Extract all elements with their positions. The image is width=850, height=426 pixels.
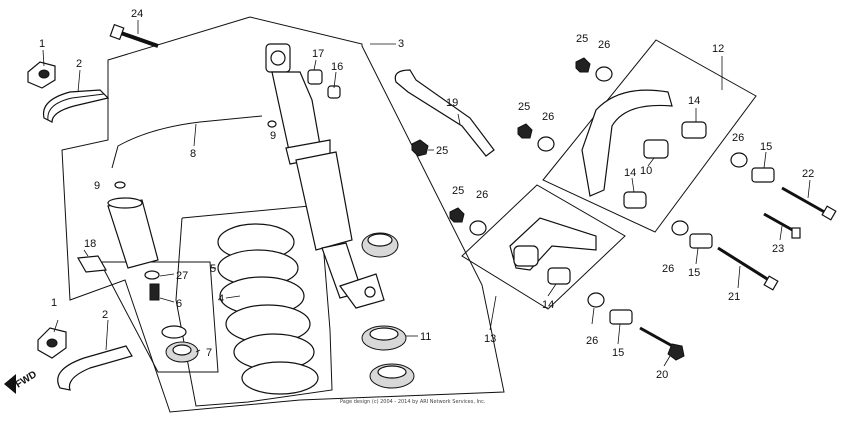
clamp-part-1-top xyxy=(27,61,56,89)
callout-21: 21 xyxy=(728,291,740,303)
leader-lines xyxy=(42,20,811,367)
assembly-outline-3 xyxy=(61,16,505,413)
callout-25-top: 25 xyxy=(576,33,588,45)
callout-9-upper: 9 xyxy=(270,130,276,142)
callout-2-bottom: 2 xyxy=(102,309,108,321)
nut-part-25-center xyxy=(411,139,429,157)
bolt-part-21 xyxy=(717,246,779,291)
callout-18: 18 xyxy=(84,238,96,250)
callout-1-bottom: 1 xyxy=(51,297,57,309)
callout-24: 24 xyxy=(131,8,143,20)
callout-8: 8 xyxy=(190,148,196,160)
callout-13: 13 xyxy=(484,333,496,345)
washer-part-26-top xyxy=(595,66,613,82)
callout-15-r1: 15 xyxy=(760,141,772,153)
callout-26-mid: 26 xyxy=(542,111,554,123)
callout-14-upper: 14 xyxy=(688,95,700,107)
washer-part-26-r2 xyxy=(671,220,689,236)
callout-10: 10 xyxy=(640,165,652,177)
seat-part-11 xyxy=(361,325,415,389)
callout-23: 23 xyxy=(772,243,784,255)
bolt-part-20 xyxy=(639,326,685,361)
oring-part-9-upper xyxy=(267,120,277,128)
fwd-label: FWD xyxy=(14,369,39,390)
callout-6: 6 xyxy=(176,298,182,310)
bolt-part-23 xyxy=(763,212,801,239)
callout-16: 16 xyxy=(331,61,343,73)
spanner-part-19 xyxy=(394,69,495,157)
bolt-part-24 xyxy=(109,23,159,48)
copyright-text: Page design (c) 2004 - 2014 by ARI Netwo… xyxy=(340,399,486,405)
callout-5: 5 xyxy=(210,263,216,275)
cartridge-group-outline-5 xyxy=(99,261,219,373)
nut-part-25-top xyxy=(575,57,591,73)
link-group-outline-13 xyxy=(461,184,626,310)
nut-part-25-mid xyxy=(517,123,533,139)
callout-12: 12 xyxy=(712,43,724,55)
washer-part-26-low xyxy=(469,220,487,236)
washer-part-26-mid xyxy=(537,136,555,152)
callout-26-r1: 26 xyxy=(732,132,744,144)
callout-2-top: 2 xyxy=(76,58,82,70)
callout-25-low: 25 xyxy=(452,185,464,197)
bump-stop-part xyxy=(361,232,399,258)
callout-26-r3: 26 xyxy=(586,335,598,347)
bushing-part-17 xyxy=(307,69,323,85)
collar-part-15-r1 xyxy=(751,167,775,183)
callout-3: 3 xyxy=(398,38,404,50)
oring-part-9-lower xyxy=(114,181,126,189)
callout-26-low: 26 xyxy=(476,189,488,201)
seat-part-7 xyxy=(165,341,199,363)
callout-labels: 1 2 24 3 17 16 9 8 9 19 25 25 26 25 26 1… xyxy=(39,8,814,381)
band-part-2-top xyxy=(42,89,110,123)
callout-25-center: 25 xyxy=(436,145,448,157)
callout-26-r2: 26 xyxy=(662,263,674,275)
washer-part-26-r3 xyxy=(587,292,605,308)
band-part-2-bottom xyxy=(57,345,133,391)
spring-part-4 xyxy=(217,223,319,395)
callout-20: 20 xyxy=(656,369,668,381)
link-part-13 xyxy=(509,217,597,285)
collar-part-14b xyxy=(623,191,647,209)
callout-19: 19 xyxy=(446,97,458,109)
clamp-part-1-bottom xyxy=(37,327,67,359)
callout-27: 27 xyxy=(176,270,188,282)
shock-absorber-body xyxy=(265,43,385,309)
washer-part-26-r1 xyxy=(730,152,748,168)
callout-4: 4 xyxy=(218,293,224,305)
nut-part-25-low xyxy=(449,207,465,223)
callout-15-r3: 15 xyxy=(612,347,624,359)
callout-9-lower: 9 xyxy=(94,180,100,192)
callout-22: 22 xyxy=(802,168,814,180)
hose-part-8 xyxy=(111,115,263,169)
callout-17: 17 xyxy=(312,48,324,60)
collar-part-10 xyxy=(643,139,669,159)
collar-part-15-r2 xyxy=(689,233,713,249)
callout-11: 11 xyxy=(420,331,431,343)
forward-direction-indicator: FWD xyxy=(4,369,39,394)
guard-part-18 xyxy=(77,255,107,273)
callout-7: 7 xyxy=(206,347,212,359)
collar-part-14a xyxy=(681,121,707,139)
bolt-part-22 xyxy=(781,186,837,221)
valve-part-6 xyxy=(149,283,160,301)
reservoir-part xyxy=(107,197,159,269)
callout-14-lower: 14 xyxy=(542,299,554,311)
collar-part-15-r3 xyxy=(609,309,633,325)
washer-part-27 xyxy=(144,270,160,280)
callout-1-top: 1 xyxy=(39,38,45,50)
callout-14-middle: 14 xyxy=(624,167,636,179)
link-group-outline-12 xyxy=(542,39,757,233)
callout-26-top: 26 xyxy=(598,39,610,51)
oring-part-6b xyxy=(161,325,187,339)
link-part-12 xyxy=(581,89,673,197)
callout-15-r2: 15 xyxy=(688,267,700,279)
callout-25-mid: 25 xyxy=(518,101,530,113)
